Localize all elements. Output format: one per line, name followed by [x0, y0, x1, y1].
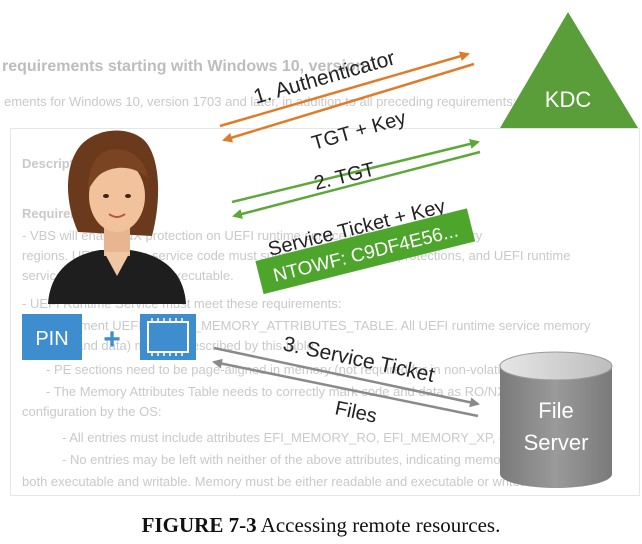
kdc-triangle: [500, 12, 638, 128]
caption-text: Accessing remote resources.: [256, 513, 501, 537]
arrow1-reply-label: TGT + Key: [309, 107, 408, 155]
server-label-line2: Server: [524, 430, 589, 455]
server-label-line1: File: [538, 398, 573, 423]
arrow-files: [212, 358, 479, 418]
arrow-tgt-key: [222, 62, 475, 143]
user-avatar-icon: [48, 130, 186, 304]
bg-doc-line: - All entries must include attributes EF…: [62, 430, 544, 445]
bg-doc-heading: requirements starting with Windows 10, v…: [2, 58, 366, 75]
bg-doc-frame: [10, 128, 640, 496]
arrow3-reply-label: Files: [333, 397, 379, 427]
arrow-authenticator: [219, 51, 470, 128]
bg-doc-subheading: ements for Windows 10, version 1703 and …: [4, 94, 517, 109]
pin-box: [22, 314, 82, 360]
pin-label: PIN: [35, 328, 68, 350]
arrow-service-ticket-key: [232, 150, 481, 219]
arrow-service-ticket: [213, 346, 480, 408]
figure-caption: FIGURE 7-3 Accessing remote resources.: [0, 513, 642, 538]
kdc-label: KDC: [545, 87, 592, 112]
arrow1-label: 1. Authenticator: [251, 46, 398, 108]
bg-doc-line: - PE sections need to be page-aligned in…: [46, 362, 566, 377]
figure-area: requirements starting with Windows 10, v…: [2, 12, 640, 496]
diagram-svg: KDC 1. Authenticator TGT + Key 2. TGT Se…: [22, 12, 638, 488]
arrow2-label: 2. TGT: [312, 159, 377, 195]
file-server-icon: [499, 351, 613, 488]
bg-doc-line: configuration by the OS:: [22, 404, 162, 419]
smart-card-icon: [140, 314, 196, 360]
figure-number: FIGURE 7-3: [141, 513, 257, 537]
plus-label: +: [103, 323, 121, 356]
arrow-tgt: [231, 139, 480, 204]
bg-doc-line: - No entries may be left with neither of…: [62, 452, 550, 467]
bg-doc-line: both executable and writable. Memory mus…: [22, 474, 545, 489]
